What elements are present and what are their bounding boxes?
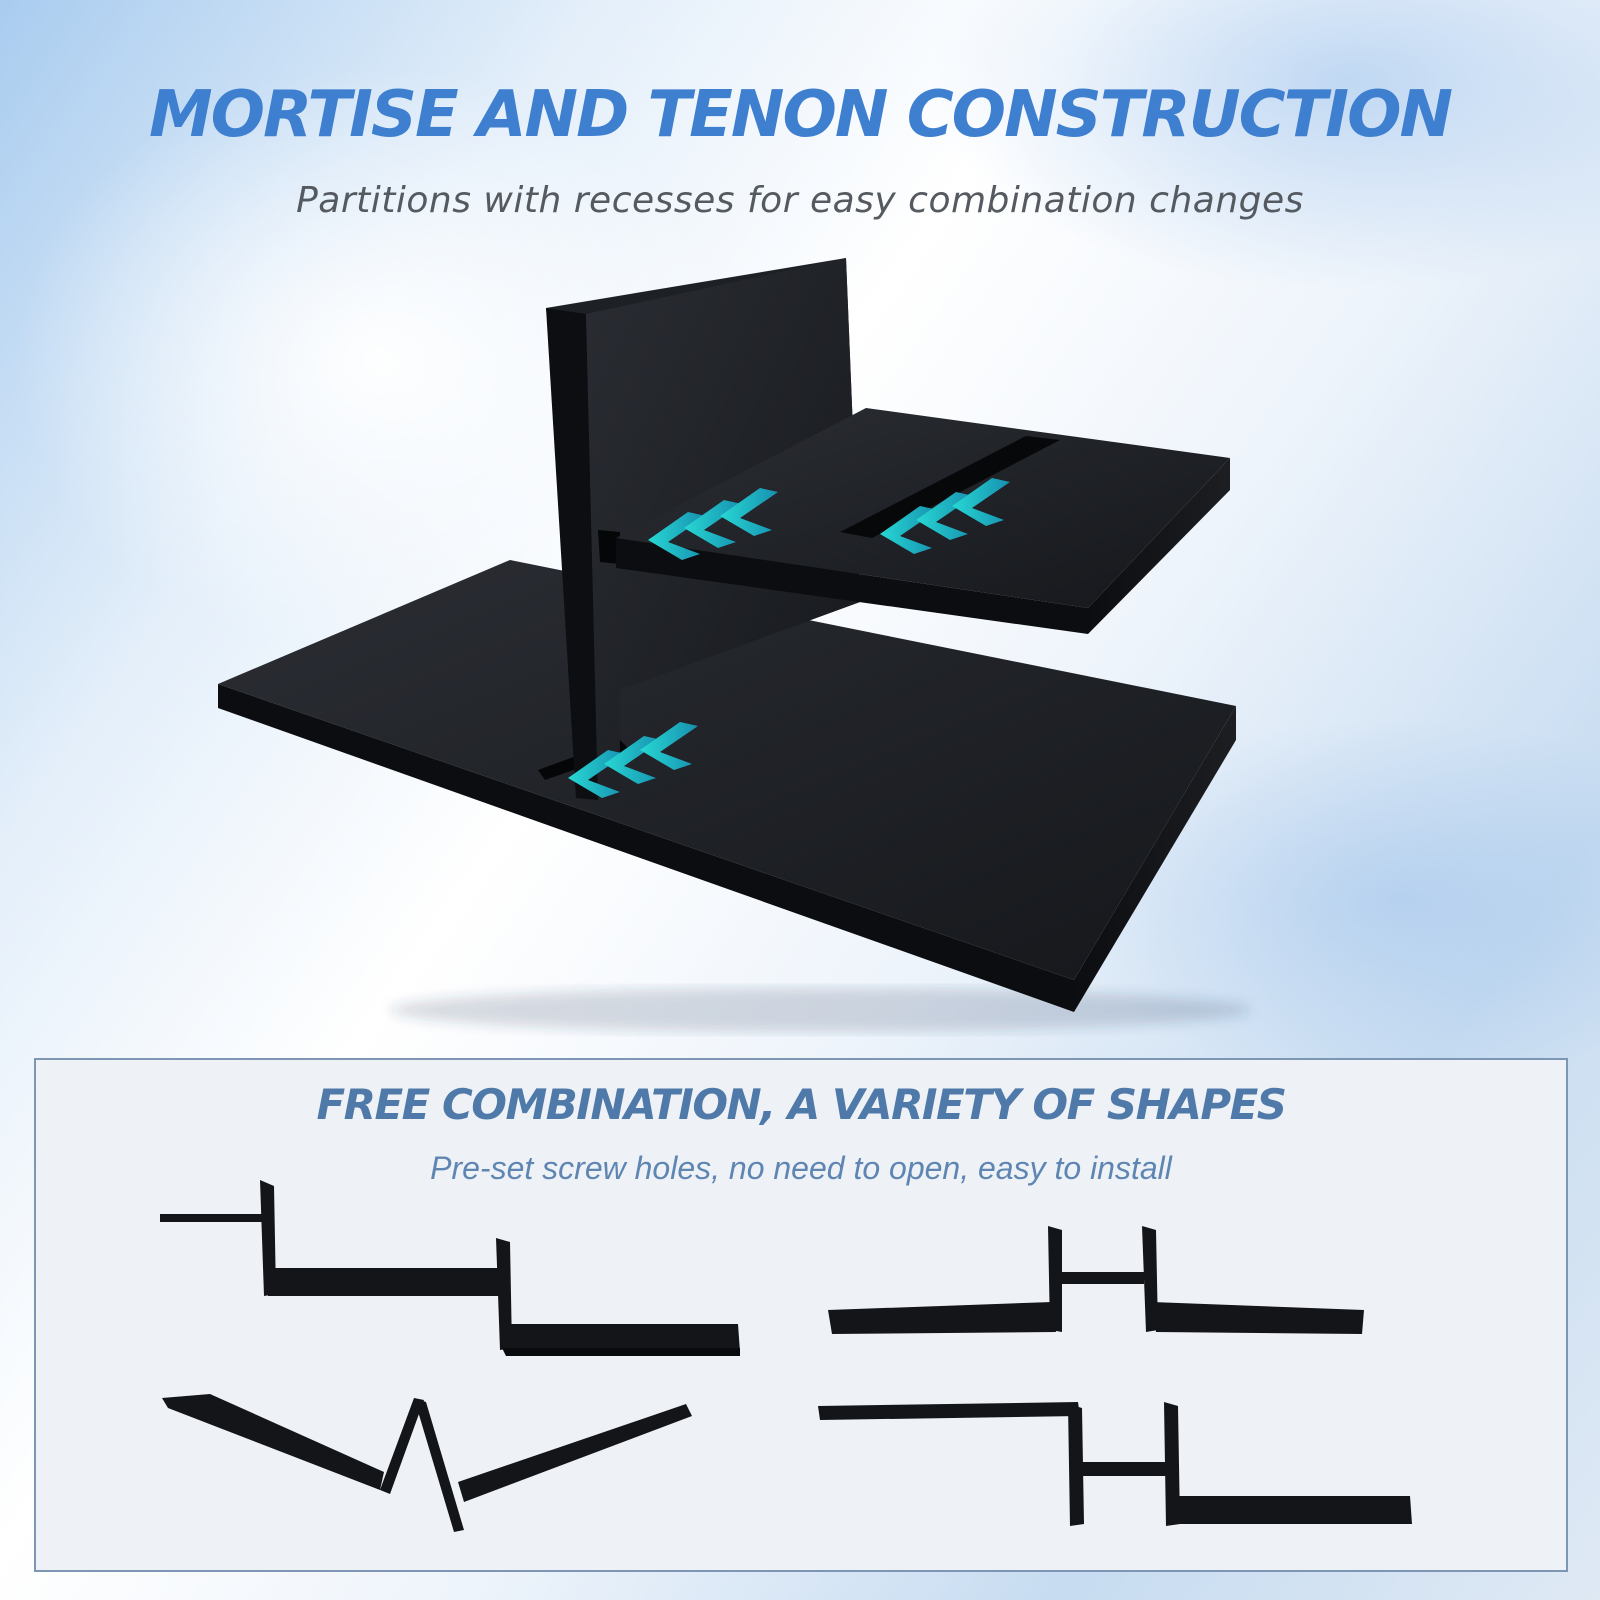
long-offset-combination [818, 1402, 1412, 1526]
combination-title: FREE COMBINATION, A VARIETY OF SHAPES [316, 1080, 1287, 1129]
zigzag-combination [162, 1394, 692, 1532]
bottom-board [218, 560, 1236, 1012]
combination-panel: FREE COMBINATION, A VARIETY OF SHAPES Pr… [34, 1058, 1568, 1572]
hero-shelf-illustration [218, 258, 1250, 1032]
h-bridge-combination [828, 1226, 1364, 1334]
page-title: MORTISE AND TENON CONSTRUCTION [148, 78, 1453, 152]
combination-subtitle: Pre-set screw holes, no need to open, ea… [430, 1150, 1172, 1186]
arrow-upper-left-icon [648, 488, 778, 560]
ground-shadow [390, 988, 1250, 1032]
arrow-upper-right-icon [880, 478, 1010, 554]
page-subtitle: Partitions with recesses for easy combin… [296, 180, 1304, 221]
staircase-combination [160, 1180, 740, 1356]
arrow-lower-icon [568, 722, 698, 798]
